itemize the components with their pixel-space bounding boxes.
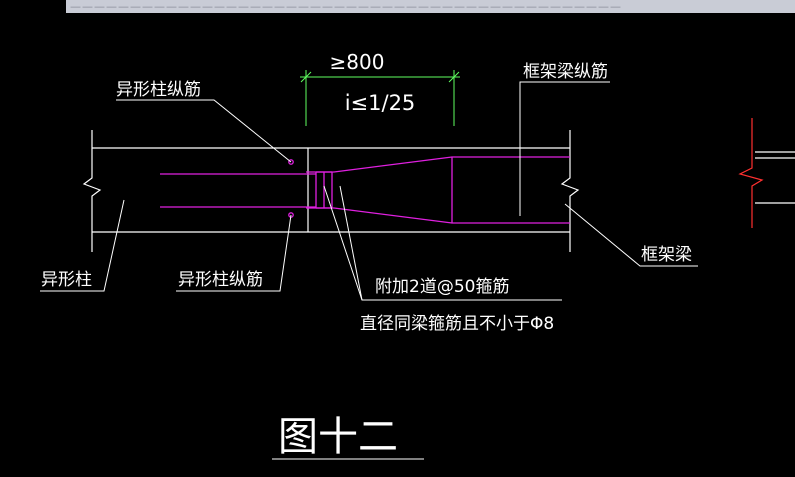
beam-rebar-top-sloped bbox=[306, 156, 570, 173]
rebars bbox=[160, 156, 570, 224]
right-break-mark bbox=[560, 130, 580, 252]
label-stirrup-note-line2: 直径同梁箍筋且不小于Φ8 bbox=[360, 314, 554, 334]
dim-tick-right bbox=[448, 71, 460, 83]
leader-frame-beam-rebar bbox=[519, 81, 610, 216]
leader-stirrup-secondary bbox=[339, 185, 363, 301]
label-frame-beam: 框架梁 bbox=[641, 245, 692, 265]
far-right-break-mark bbox=[738, 118, 764, 228]
break-marks bbox=[82, 118, 795, 252]
dim-min-length: ≥800 bbox=[330, 50, 385, 74]
label-special-column-rebar-bottom: 异形柱纵筋 bbox=[178, 270, 263, 290]
left-break-mark bbox=[82, 130, 102, 252]
leader-special-column bbox=[40, 199, 125, 292]
dimension-group bbox=[300, 70, 460, 126]
column-rebar-dot-top bbox=[288, 159, 294, 165]
dim-slope: i≤1/25 bbox=[345, 91, 416, 115]
label-special-column-rebar-top: 异形柱纵筋 bbox=[116, 80, 201, 100]
title-bar-strip: ————————————————————————————————————————… bbox=[66, 0, 795, 13]
label-stirrup-note-line1: 附加2道@50箍筋 bbox=[375, 277, 509, 297]
leader-frame-beam bbox=[564, 203, 698, 267]
figure-caption: 图十二 bbox=[278, 414, 398, 460]
label-frame-beam-rebar: 框架梁纵筋 bbox=[523, 62, 608, 82]
dim-tick-left bbox=[300, 71, 312, 83]
beam-outline bbox=[92, 147, 570, 233]
leader-column-rebar-top bbox=[116, 99, 292, 163]
leader-lines bbox=[40, 81, 698, 460]
leader-column-rebar-bottom bbox=[176, 214, 292, 292]
title-bar-text: ————————————————————————————————————————… bbox=[70, 0, 622, 13]
label-special-column: 异形柱 bbox=[41, 270, 92, 290]
